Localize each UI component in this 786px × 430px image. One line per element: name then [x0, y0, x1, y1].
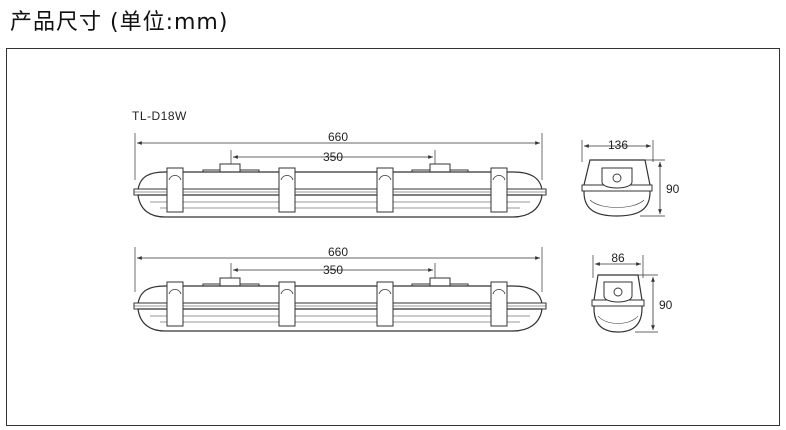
drawing-frame [6, 48, 780, 426]
label-350-top: 350 [323, 150, 343, 164]
label-86: 86 [611, 251, 625, 265]
label-350-bottom: 350 [323, 263, 343, 277]
fixture-side-view-top [133, 133, 547, 218]
model-label: TL-D18W [132, 109, 187, 123]
label-90-top: 90 [666, 182, 680, 196]
label-136: 136 [608, 138, 628, 152]
fixture-end-view-top [581, 140, 665, 217]
fixture-end-view-bottom [591, 255, 658, 333]
fixture-side-view-bottom [133, 247, 547, 332]
label-660-top: 660 [328, 130, 348, 144]
page-title: 产品尺寸 (单位:mm) [10, 10, 229, 35]
label-90-bottom: 90 [659, 298, 673, 312]
label-660-bottom: 660 [328, 245, 348, 259]
